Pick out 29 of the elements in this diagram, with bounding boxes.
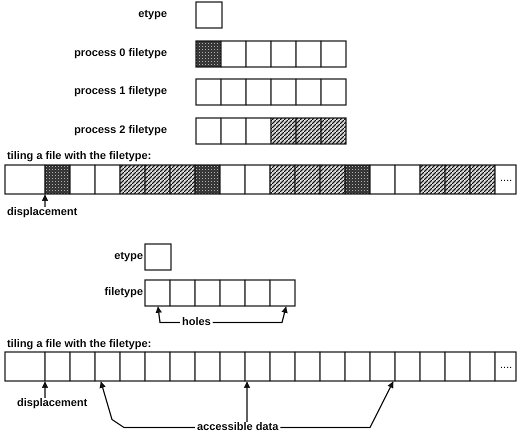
ellipsis: .... xyxy=(500,172,512,185)
etype-box xyxy=(195,1,223,29)
leader-line xyxy=(280,381,394,428)
leader-line xyxy=(212,306,288,324)
filetype-drawing xyxy=(195,117,347,145)
row-label: process 1 filetype xyxy=(74,85,167,98)
ellipsis: .... xyxy=(500,359,512,372)
leader-line xyxy=(42,381,48,398)
etype-box xyxy=(144,243,172,271)
row-label: etype xyxy=(138,8,167,21)
filetype-drawing xyxy=(144,279,296,307)
leader-line xyxy=(156,306,180,324)
callout-text: displacement xyxy=(7,206,78,219)
callout-text: accessible data xyxy=(197,421,278,434)
filetype-drawing xyxy=(195,40,347,68)
section-heading: tiling a file with the filetype: xyxy=(7,338,152,351)
filetype-drawing xyxy=(195,78,347,106)
row-label: filetype xyxy=(104,286,143,299)
section-heading: tiling a file with the filetype: xyxy=(7,150,152,163)
row-label: process 0 filetype xyxy=(74,47,167,60)
row-label: etype xyxy=(114,250,143,263)
file-tiling-drawing xyxy=(4,351,517,382)
leader-line xyxy=(42,194,48,207)
callout-text: holes xyxy=(182,316,211,329)
leader-line xyxy=(244,381,250,422)
callout-text: displacement xyxy=(17,397,88,410)
leader-line xyxy=(100,381,195,428)
row-label: process 2 filetype xyxy=(74,124,167,137)
file-tiling-drawing xyxy=(4,164,517,195)
